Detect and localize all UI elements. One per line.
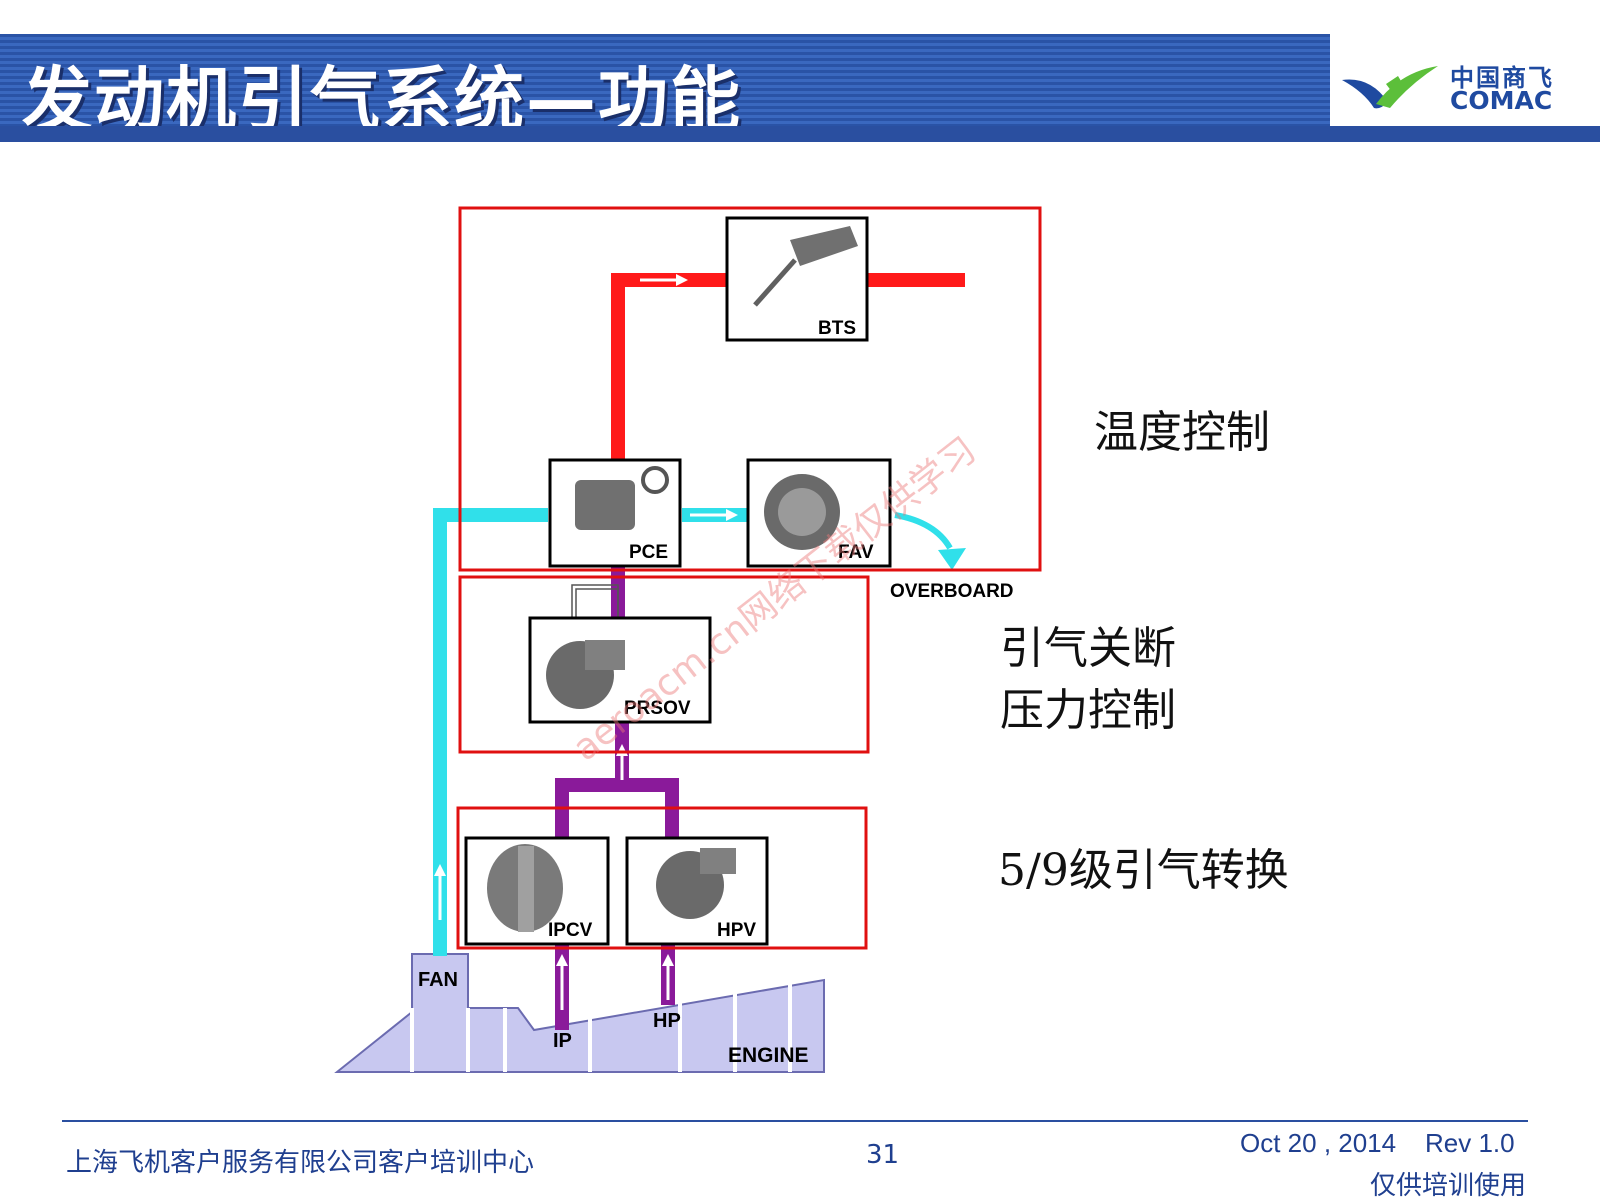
temp-control-region xyxy=(458,206,1042,572)
title-bar: 发动机引气系统—功能 xyxy=(0,34,1330,142)
hpv-label: HPV xyxy=(717,920,756,941)
stage-switch-label: 5/9级引气转换 xyxy=(998,845,1289,896)
bts-label: BTS xyxy=(818,318,856,339)
bleed-air-duct xyxy=(555,565,679,1030)
comac-logo: 中国商飞 COMAC xyxy=(1340,58,1590,118)
pce-component: PCE xyxy=(548,458,682,568)
overboard-label: OVERBOARD xyxy=(890,581,1014,602)
fav-label: FAV xyxy=(838,542,874,563)
fav-component: FAV xyxy=(746,458,892,568)
temp-control-label: 温度控制 xyxy=(1094,407,1270,458)
ipcv-label: IPCV xyxy=(548,920,593,941)
shutoff-label: 引气关断 xyxy=(1000,623,1176,674)
footer-date-rev: Oct 20 , 2014 Rev 1.0 xyxy=(1240,1128,1515,1158)
slide-header: 发动机引气系统—功能 中国商飞 COMAC xyxy=(0,34,1600,142)
stage-switch-region xyxy=(456,806,868,950)
overboard-arrow xyxy=(894,512,966,570)
hp-label: HP xyxy=(653,1010,681,1032)
engine-label: ENGINE xyxy=(728,1044,809,1067)
ipcv-component: IPCV xyxy=(464,836,610,946)
logo-en-text: COMAC xyxy=(1450,86,1553,115)
pce-label: PCE xyxy=(629,542,668,563)
footer-divider xyxy=(62,1120,1528,1122)
pressure-control-label: 压力控制 xyxy=(1000,685,1176,736)
engine-body xyxy=(334,953,825,1073)
hpv-component: HPV xyxy=(625,836,769,946)
ip-label: IP xyxy=(553,1030,572,1052)
fan-air-duct xyxy=(433,508,748,956)
bts-component: BTS xyxy=(725,216,869,342)
fan-label: FAN xyxy=(418,969,458,991)
footer-org: 上海飞机客户服务有限公司客户培训中心 xyxy=(66,1148,535,1178)
page-number: 31 xyxy=(866,1140,900,1170)
prsov-label: PRSOV xyxy=(624,698,691,719)
comac-wing-icon xyxy=(1342,66,1438,109)
prsov-component: PRSOV xyxy=(528,616,712,724)
footer-note: 仅供培训使用 xyxy=(1370,1171,1527,1201)
header-underline xyxy=(0,126,1600,142)
logo-cn-text: 中国商飞 xyxy=(1450,64,1554,92)
shutoff-region xyxy=(458,575,870,754)
